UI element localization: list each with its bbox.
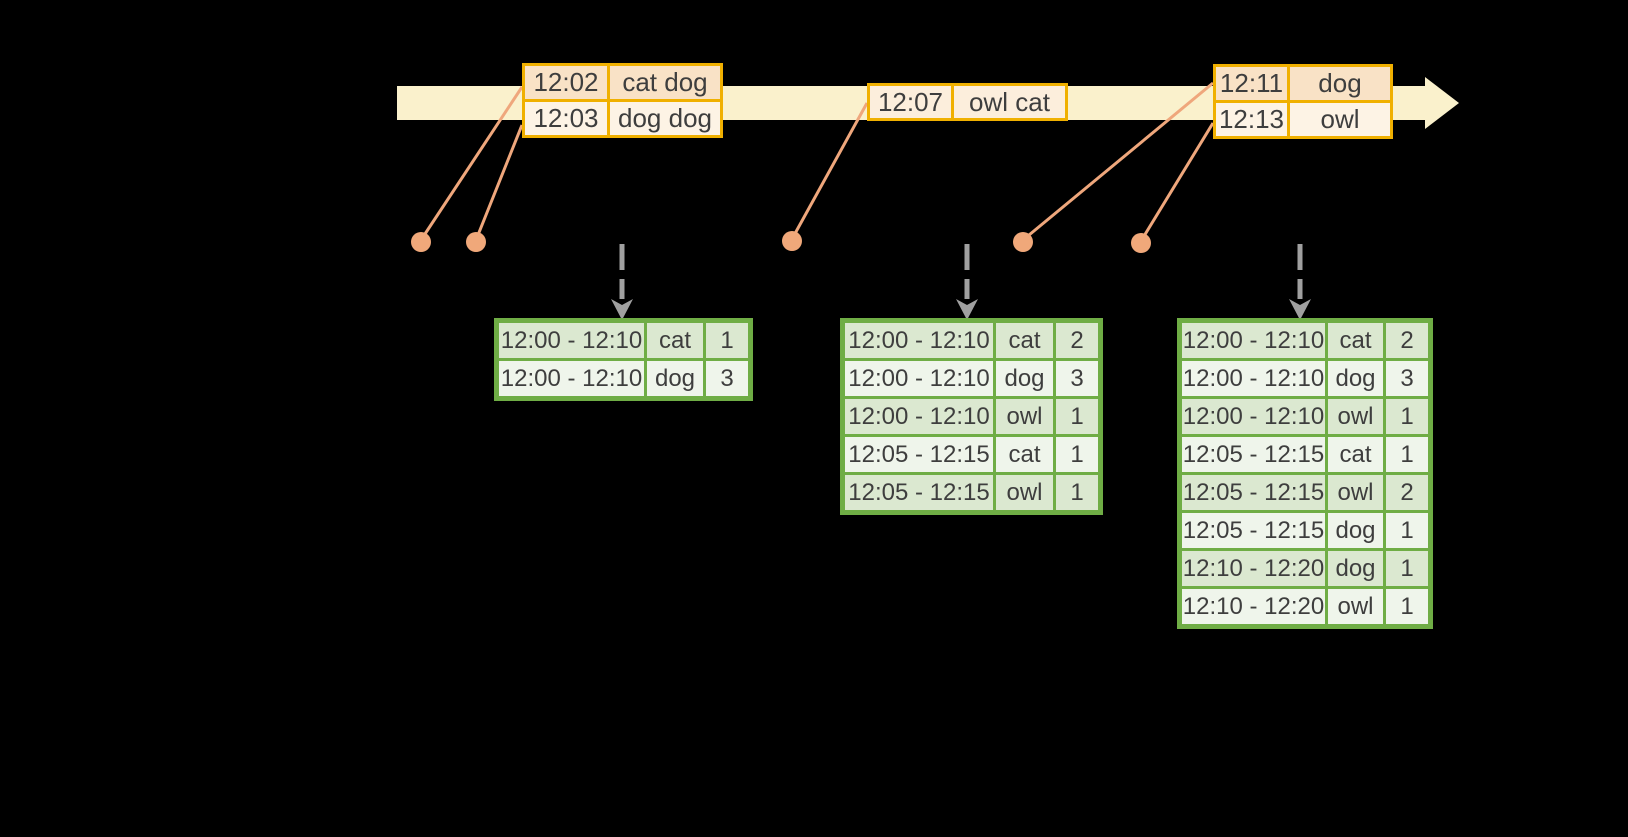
event-words-cell: dog dog bbox=[610, 102, 720, 135]
result-count-cell: 1 bbox=[1386, 589, 1428, 624]
result-count-cell: 1 bbox=[1056, 437, 1098, 472]
event-connector-line bbox=[474, 124, 524, 241]
result-word-cell: dog bbox=[1328, 361, 1383, 396]
event-marker-dot bbox=[411, 232, 431, 252]
event-connector-line bbox=[790, 102, 869, 240]
result-window-cell: 12:10 - 12:20 bbox=[1182, 551, 1325, 586]
event-marker-dot bbox=[782, 231, 802, 251]
event-words-cell: owl bbox=[1290, 103, 1390, 136]
event-words-cell: cat dog bbox=[610, 66, 720, 99]
result-word-cell: cat bbox=[1328, 437, 1383, 472]
event-time-cell: 12:03 bbox=[525, 102, 607, 135]
event-time-cell: 12:11 bbox=[1216, 67, 1287, 100]
result-count-cell: 1 bbox=[1386, 399, 1428, 434]
result-word-cell: owl bbox=[1328, 589, 1383, 624]
event-time-cell: 12:02 bbox=[525, 66, 607, 99]
result-count-cell: 1 bbox=[1386, 513, 1428, 548]
result-count-cell: 2 bbox=[1386, 323, 1428, 358]
result-window-cell: 12:00 - 12:10 bbox=[499, 361, 644, 396]
result-window-cell: 12:00 - 12:10 bbox=[1182, 399, 1325, 434]
result-count-cell: 2 bbox=[1056, 323, 1098, 358]
trigger-arrowhead-icon bbox=[956, 299, 978, 320]
result-count-cell: 1 bbox=[1386, 437, 1428, 472]
result-count-cell: 1 bbox=[1056, 399, 1098, 434]
result-window-cell: 12:00 - 12:10 bbox=[499, 323, 644, 358]
axis-arrowhead-icon bbox=[1425, 77, 1459, 129]
event-connector-line bbox=[1139, 122, 1215, 242]
result-word-cell: dog bbox=[1328, 513, 1383, 548]
result-window-cell: 12:00 - 12:10 bbox=[845, 399, 993, 434]
trigger-arrowhead-icon bbox=[1289, 299, 1311, 320]
result-word-cell: cat bbox=[996, 437, 1053, 472]
trigger-arrowhead-icon bbox=[611, 299, 633, 320]
result-word-cell: dog bbox=[996, 361, 1053, 396]
result-word-cell: owl bbox=[1328, 399, 1383, 434]
result-window-cell: 12:00 - 12:10 bbox=[845, 323, 993, 358]
result-count-cell: 3 bbox=[706, 361, 748, 396]
event-time-cell: 12:07 bbox=[870, 86, 951, 118]
event-words-cell: dog bbox=[1290, 67, 1390, 100]
result-word-cell: dog bbox=[647, 361, 703, 396]
result-count-cell: 1 bbox=[706, 323, 748, 358]
event-marker-dot bbox=[1131, 233, 1151, 253]
event-marker-dot bbox=[466, 232, 486, 252]
result-word-cell: dog bbox=[1328, 551, 1383, 586]
result-word-cell: owl bbox=[996, 399, 1053, 434]
result-window-cell: 12:00 - 12:10 bbox=[1182, 323, 1325, 358]
result-window-cell: 12:05 - 12:15 bbox=[845, 475, 993, 510]
result-window-cell: 12:00 - 12:10 bbox=[1182, 361, 1325, 396]
event-words-cell: owl cat bbox=[954, 86, 1065, 118]
result-word-cell: owl bbox=[1328, 475, 1383, 510]
result-window-cell: 12:05 - 12:15 bbox=[1182, 475, 1325, 510]
result-window-cell: 12:10 - 12:20 bbox=[1182, 589, 1325, 624]
result-word-cell: cat bbox=[1328, 323, 1383, 358]
result-word-cell: owl bbox=[996, 475, 1053, 510]
result-count-cell: 3 bbox=[1056, 361, 1098, 396]
result-window-cell: 12:05 - 12:15 bbox=[845, 437, 993, 472]
result-count-cell: 1 bbox=[1386, 551, 1428, 586]
event-marker-dot bbox=[1013, 232, 1033, 252]
result-word-cell: cat bbox=[647, 323, 703, 358]
result-count-cell: 2 bbox=[1386, 475, 1428, 510]
event-time-cell: 12:13 bbox=[1216, 103, 1287, 136]
result-window-cell: 12:05 - 12:15 bbox=[1182, 513, 1325, 548]
result-word-cell: cat bbox=[996, 323, 1053, 358]
result-window-cell: 12:00 - 12:10 bbox=[845, 361, 993, 396]
result-count-cell: 3 bbox=[1386, 361, 1428, 396]
result-window-cell: 12:05 - 12:15 bbox=[1182, 437, 1325, 472]
result-count-cell: 1 bbox=[1056, 475, 1098, 510]
